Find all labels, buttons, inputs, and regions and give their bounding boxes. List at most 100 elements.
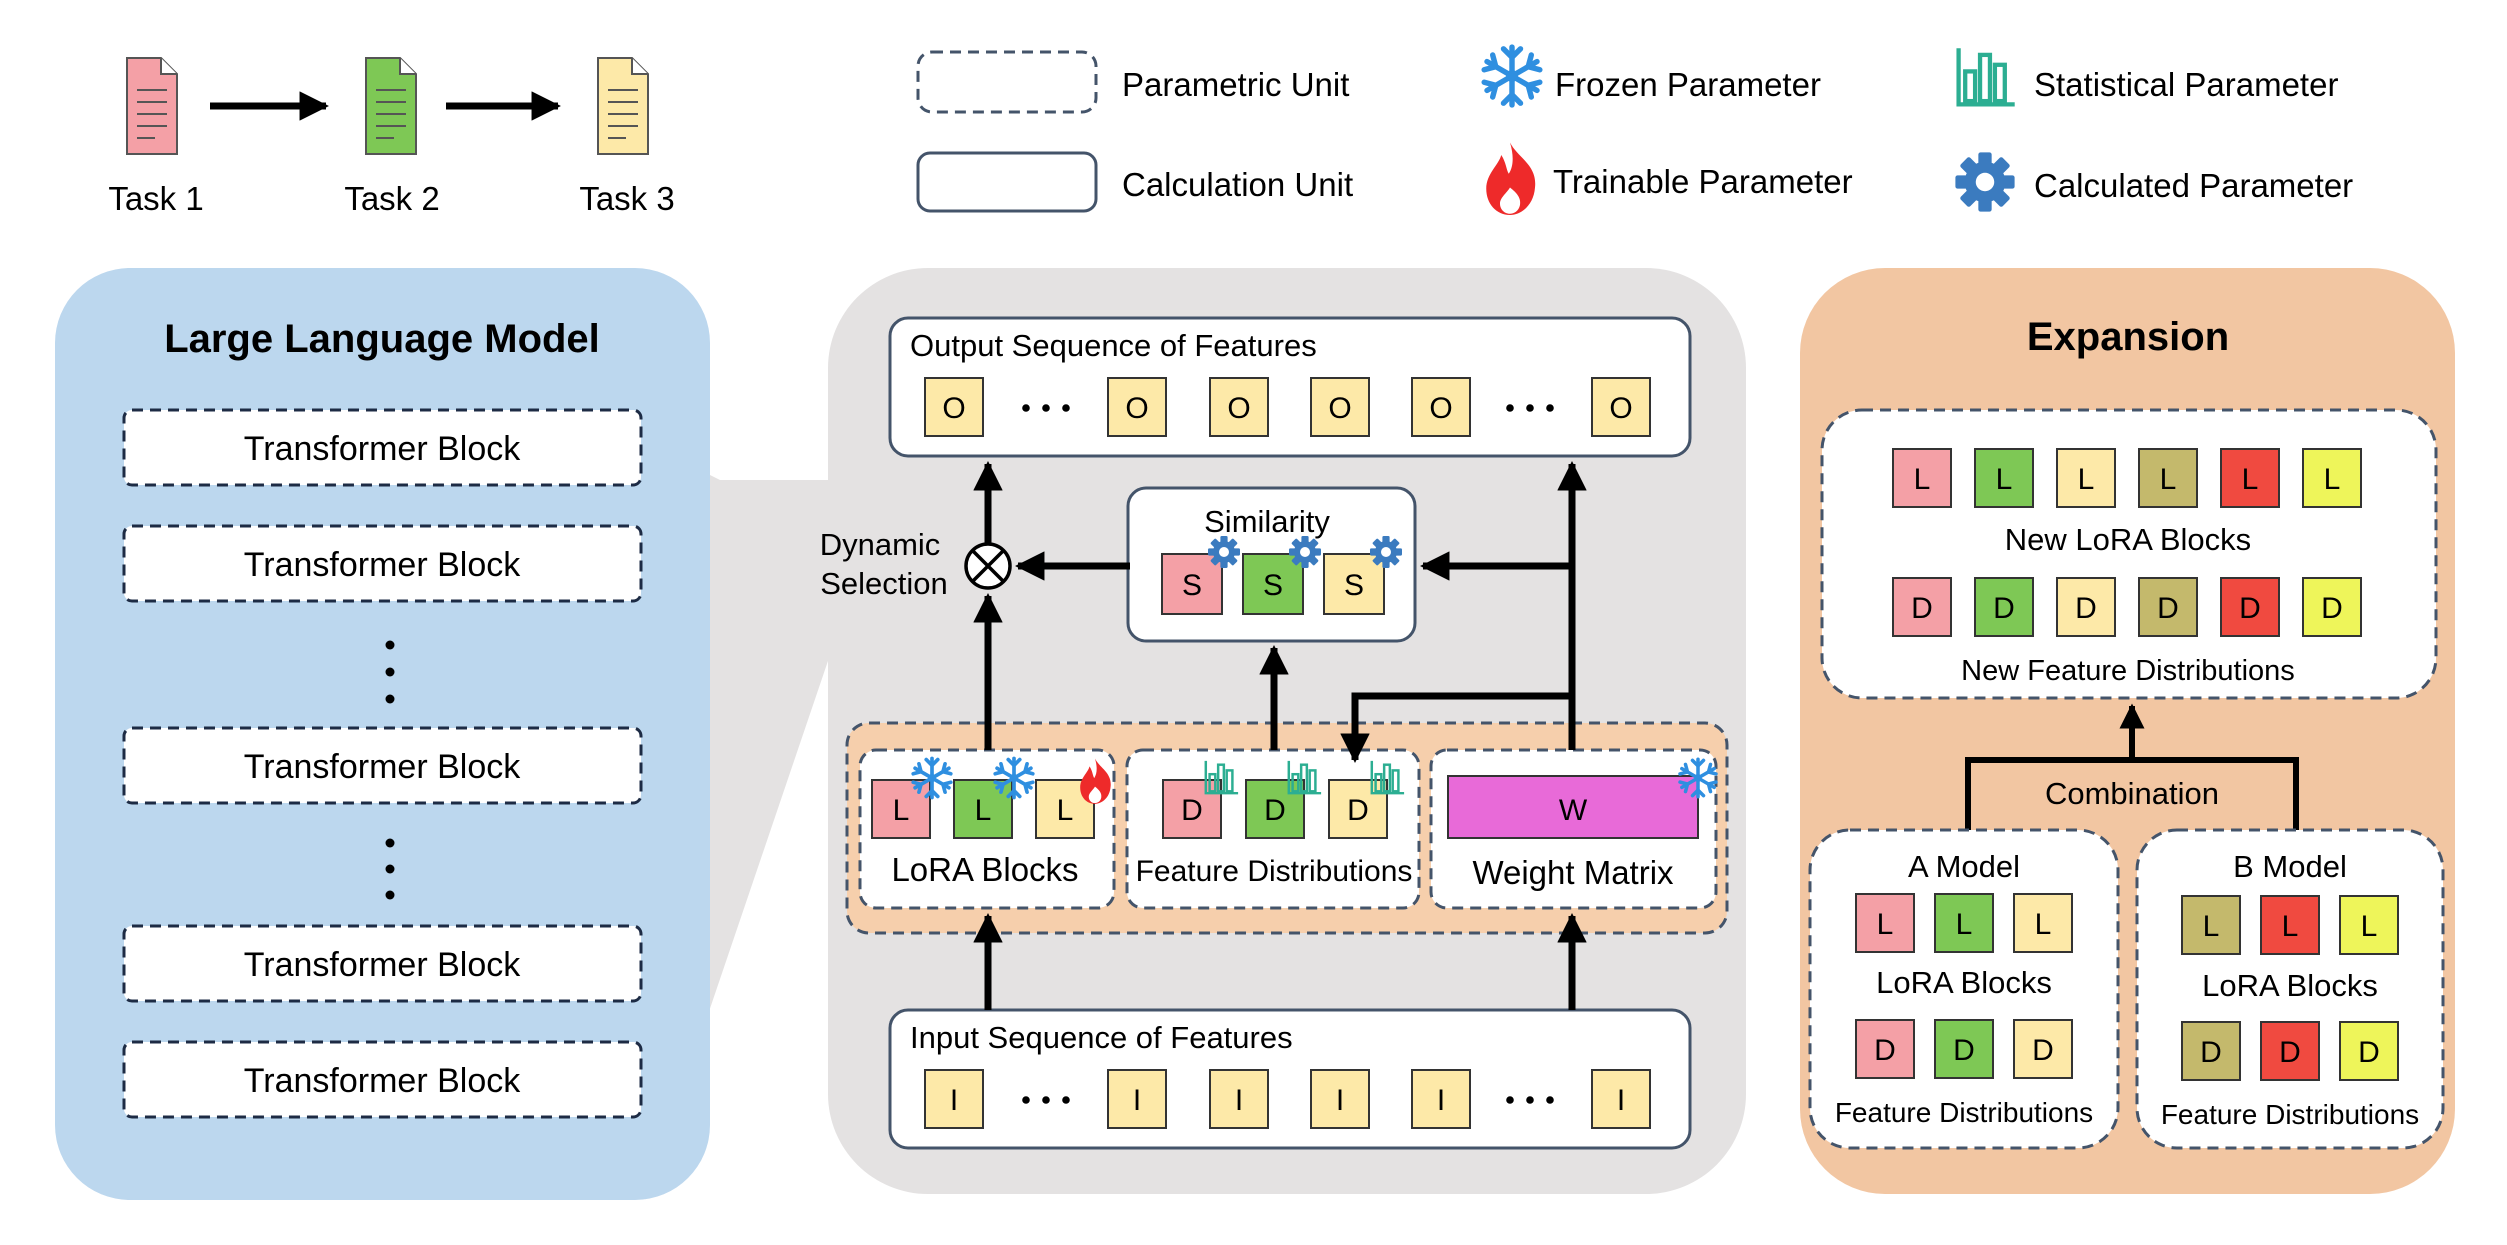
svg-text:D: D	[1911, 592, 1933, 625]
input-token: I	[1209, 1069, 1269, 1129]
svg-text:D: D	[2157, 592, 2179, 625]
new-lora-token: L	[1892, 448, 1952, 508]
similarity-title: Similarity	[1204, 504, 1330, 539]
calculated-gear-icon	[1955, 152, 2015, 212]
weight-matrix-bar	[1447, 775, 1699, 839]
svg-text:L: L	[2160, 463, 2177, 496]
similarity-token: S	[1323, 553, 1385, 615]
dynamic-selection-label-1: Dynamic	[820, 527, 941, 562]
statistical-parameter-label: Statistical Parameter	[2034, 66, 2338, 103]
legend-tasks: Task 1 Task 2 Task 3	[108, 57, 675, 217]
combination-label: Combination	[2045, 776, 2219, 811]
legend-units: Parametric Unit Calculation Unit	[916, 50, 1353, 213]
frozen-snowflake-icon	[1484, 47, 1540, 105]
lora-blocks-label: LoRA Blocks	[891, 851, 1078, 888]
transformer-block: Transformer Block	[122, 408, 643, 487]
svg-text:Transformer Block: Transformer Block	[244, 546, 521, 584]
calculation-unit-label: Calculation Unit	[1122, 166, 1353, 203]
b-distribution-token: D	[2181, 1021, 2241, 1081]
ellipsis-dots	[1022, 404, 1070, 412]
svg-text:D: D	[1953, 1034, 1975, 1067]
new-distribution-token: D	[1892, 577, 1952, 637]
expansion-title: Expansion	[2027, 315, 2229, 359]
svg-text:D: D	[2358, 1036, 2380, 1069]
task3-document-icon	[597, 57, 649, 155]
trainable-flame-icon	[1486, 142, 1536, 215]
svg-text:L: L	[1914, 463, 1931, 496]
svg-text:D: D	[2075, 592, 2097, 625]
svg-text:I: I	[1437, 1084, 1445, 1117]
a-distributions-label: Feature Distributions	[1835, 1097, 2093, 1128]
output-token: O	[1411, 377, 1471, 437]
input-token: I	[1107, 1069, 1167, 1129]
svg-text:S: S	[1182, 569, 1202, 602]
svg-text:O: O	[1125, 392, 1148, 425]
weight-matrix-token: W	[1559, 794, 1588, 827]
distribution-token: D	[1162, 779, 1222, 839]
new-lora-label: New LoRA Blocks	[2005, 522, 2251, 557]
svg-text:L: L	[975, 794, 992, 827]
svg-text:L: L	[2324, 463, 2341, 496]
svg-text:Transformer Block: Transformer Block	[244, 946, 521, 984]
ellipsis-dots	[1506, 404, 1554, 412]
svg-text:L: L	[2361, 910, 2378, 943]
parametric-unit-swatch	[916, 50, 1098, 114]
frozen-parameter-label: Frozen Parameter	[1555, 66, 1821, 103]
new-distribution-token: D	[1974, 577, 2034, 637]
svg-text:L: L	[2282, 910, 2299, 943]
a-model-title: A Model	[1908, 849, 2020, 884]
svg-text:O: O	[1609, 392, 1632, 425]
multiply-operator	[964, 542, 1012, 590]
new-lora-token: L	[2220, 448, 2280, 508]
ellipsis-vertical	[385, 640, 395, 704]
task2-label: Task 2	[344, 180, 439, 217]
gear-icon	[1208, 536, 1240, 568]
svg-text:O: O	[942, 392, 965, 425]
weight-matrix-unit: W Weight Matrix	[1429, 748, 1716, 910]
task3-label: Task 3	[579, 180, 674, 217]
svg-text:L: L	[2078, 463, 2095, 496]
b-distribution-token: D	[2260, 1021, 2320, 1081]
gear-icon	[1289, 536, 1321, 568]
a-lora-token: L	[1855, 893, 1915, 953]
svg-text:D: D	[2200, 1036, 2222, 1069]
a-distribution-token: D	[2013, 1019, 2073, 1079]
new-lora-token: L	[2056, 448, 2116, 508]
svg-text:D: D	[1993, 592, 2015, 625]
svg-text:D: D	[2279, 1036, 2301, 1069]
output-token: O	[1107, 377, 1167, 437]
output-token: O	[1209, 377, 1269, 437]
task2-document-icon	[365, 57, 417, 155]
calculated-parameter-label: Calculated Parameter	[2034, 167, 2353, 204]
b-lora-label: LoRA Blocks	[2202, 968, 2378, 1003]
new-lora-token: L	[2302, 448, 2362, 508]
svg-text:S: S	[1344, 569, 1364, 602]
svg-text:L: L	[2203, 910, 2220, 943]
svg-text:Transformer Block: Transformer Block	[244, 1062, 521, 1100]
new-distribution-token: D	[2056, 577, 2116, 637]
transformer-block: Transformer Block	[122, 924, 643, 1003]
svg-text:D: D	[1347, 794, 1369, 827]
output-token: O	[924, 377, 984, 437]
svg-text:D: D	[2032, 1034, 2054, 1067]
output-token: O	[1310, 377, 1370, 437]
svg-text:Transformer Block: Transformer Block	[244, 748, 521, 786]
combination-connector	[1965, 703, 2299, 830]
distribution-token: D	[1328, 779, 1388, 839]
statistical-chart-icon	[1959, 48, 2015, 104]
svg-text:O: O	[1328, 392, 1351, 425]
new-distribution-token: D	[2302, 577, 2362, 637]
svg-text:L: L	[2035, 908, 2052, 941]
